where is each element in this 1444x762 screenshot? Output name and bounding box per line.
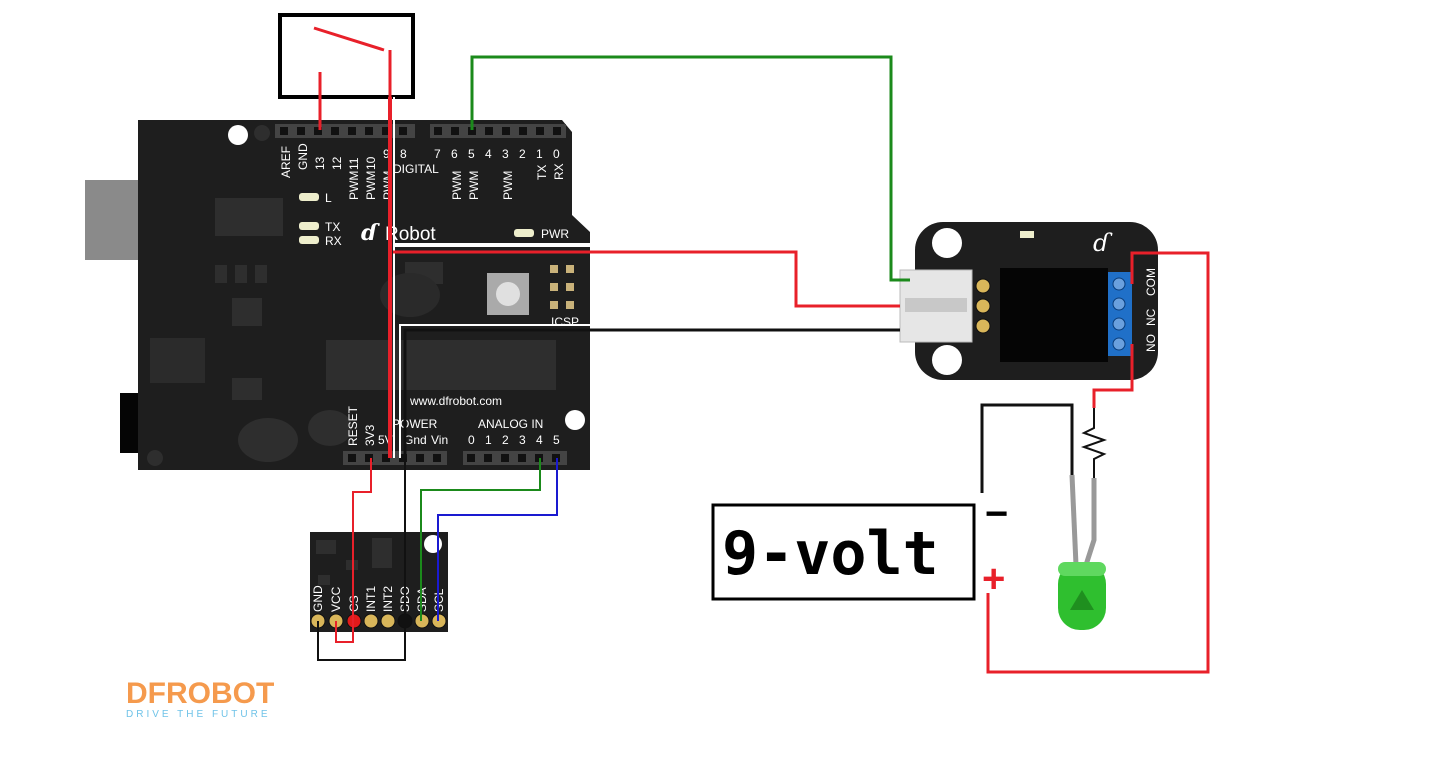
pin-label-a1: 1: [485, 433, 492, 447]
pin-label-12: 12: [330, 156, 344, 170]
resistor: [1080, 408, 1108, 478]
pwm-label-5: PWM: [467, 171, 481, 200]
battery-9v: 9-volt − +: [711, 492, 1008, 601]
board-website: www.dfrobot.com: [409, 394, 502, 408]
led-label-rx: RX: [325, 234, 342, 248]
relay-terminal-no: NO: [1144, 334, 1158, 352]
board-brand: Robot: [385, 224, 436, 245]
power-label: POWER: [392, 417, 438, 431]
pin-label-a5: 5: [553, 433, 560, 447]
switch: [278, 13, 415, 99]
pin-label-vin: Vin: [431, 433, 448, 447]
pin-label-a0: 0: [468, 433, 475, 447]
pin-label-3v3: 3V3: [363, 424, 377, 446]
tx-pin-label: TX: [535, 165, 549, 180]
pin-label-aref: AREF: [279, 146, 293, 178]
pin-label-11: 11: [347, 157, 361, 170]
accel-pin-int2: INT2: [381, 586, 395, 612]
pin-label-3: 3: [502, 147, 509, 161]
pin-label-a3: 3: [519, 433, 526, 447]
battery-label: 9-volt: [722, 519, 939, 589]
accel-pin-int1: INT1: [364, 586, 378, 612]
pwm-label-3: PWM: [501, 171, 515, 200]
accelerometer-module: GND VCC CS INT1 INT2 SDO SDA SCL: [310, 532, 448, 632]
accel-pin-gnd: GND: [311, 585, 325, 612]
pin-label-2: 2: [519, 147, 526, 161]
analog-in-label: ANALOG IN: [478, 417, 543, 431]
pin-label-0: 0: [553, 147, 560, 161]
wire-black-accel-gnd: [317, 458, 406, 661]
relay-terminal-nc: NC: [1144, 308, 1158, 326]
battery-plus: +: [982, 557, 1005, 601]
accel-pin-vcc: VCC: [329, 586, 343, 612]
wires: [317, 55, 1210, 674]
pin-label-a2: 2: [502, 433, 509, 447]
logo-tagline: DRIVE THE FUTURE: [126, 709, 271, 720]
wire-red-accel-vcc: [352, 458, 372, 621]
wire-red-relay-vcc: [393, 250, 900, 308]
wire-green-signal: [470, 55, 910, 282]
led-label-l: L: [325, 191, 332, 205]
pin-label-7: 7: [434, 147, 441, 161]
pin-label-gnd-power: Gnd: [404, 433, 427, 447]
wire-black-battery-led: [980, 403, 1074, 493]
relay-terminal-com: COM: [1144, 268, 1158, 296]
relay-module: ɗ COM NC NO: [899, 222, 1158, 380]
pin-label-8: 8: [400, 147, 407, 161]
led-label-tx: TX: [325, 220, 340, 234]
pwr-label: PWR: [541, 227, 569, 241]
icsp-label: ICSP: [551, 315, 579, 329]
digital-label: DIGITAL: [393, 162, 439, 176]
pin-label-9: 9: [383, 147, 390, 161]
pin-label-a4: 4: [536, 433, 543, 447]
pin-label-4: 4: [485, 147, 492, 161]
wire-green-accel-sda: [420, 458, 541, 621]
pin-label-13: 13: [313, 156, 327, 170]
led: [1058, 474, 1106, 630]
arduino-board: AREF GND 13 12 11 10 9 8 7 6 5 4 3 2 1 0…: [85, 120, 590, 470]
battery-minus: −: [985, 492, 1008, 536]
logo-name: DFROBOT: [126, 677, 274, 710]
pwm-label-10: PWM: [364, 171, 378, 200]
pin-label-gnd: GND: [296, 143, 310, 170]
pwm-label-11: PWM: [347, 171, 361, 200]
pin-label-reset: RESET: [346, 405, 360, 446]
wire-red-accel-cs: [335, 621, 354, 643]
pin-label-10: 10: [364, 156, 378, 170]
dfrobot-mark-icon: ɗ: [360, 220, 380, 246]
wire-red-relay-no: [1092, 344, 1134, 408]
pin-label-1: 1: [536, 147, 543, 161]
pin-label-6: 6: [451, 147, 458, 161]
relay-brand-icon: ɗ: [1093, 229, 1113, 257]
rx-pin-label: RX: [552, 163, 566, 180]
wire-blue-accel-scl: [437, 458, 558, 621]
pin-label-5: 5: [468, 147, 475, 161]
pwm-label-6: PWM: [450, 171, 464, 200]
wire-black-relay-gnd: [403, 328, 900, 458]
wire-red-relay-com: [986, 251, 1210, 674]
dfrobot-logo: DFROBOT DRIVE THE FUTURE: [126, 677, 274, 720]
